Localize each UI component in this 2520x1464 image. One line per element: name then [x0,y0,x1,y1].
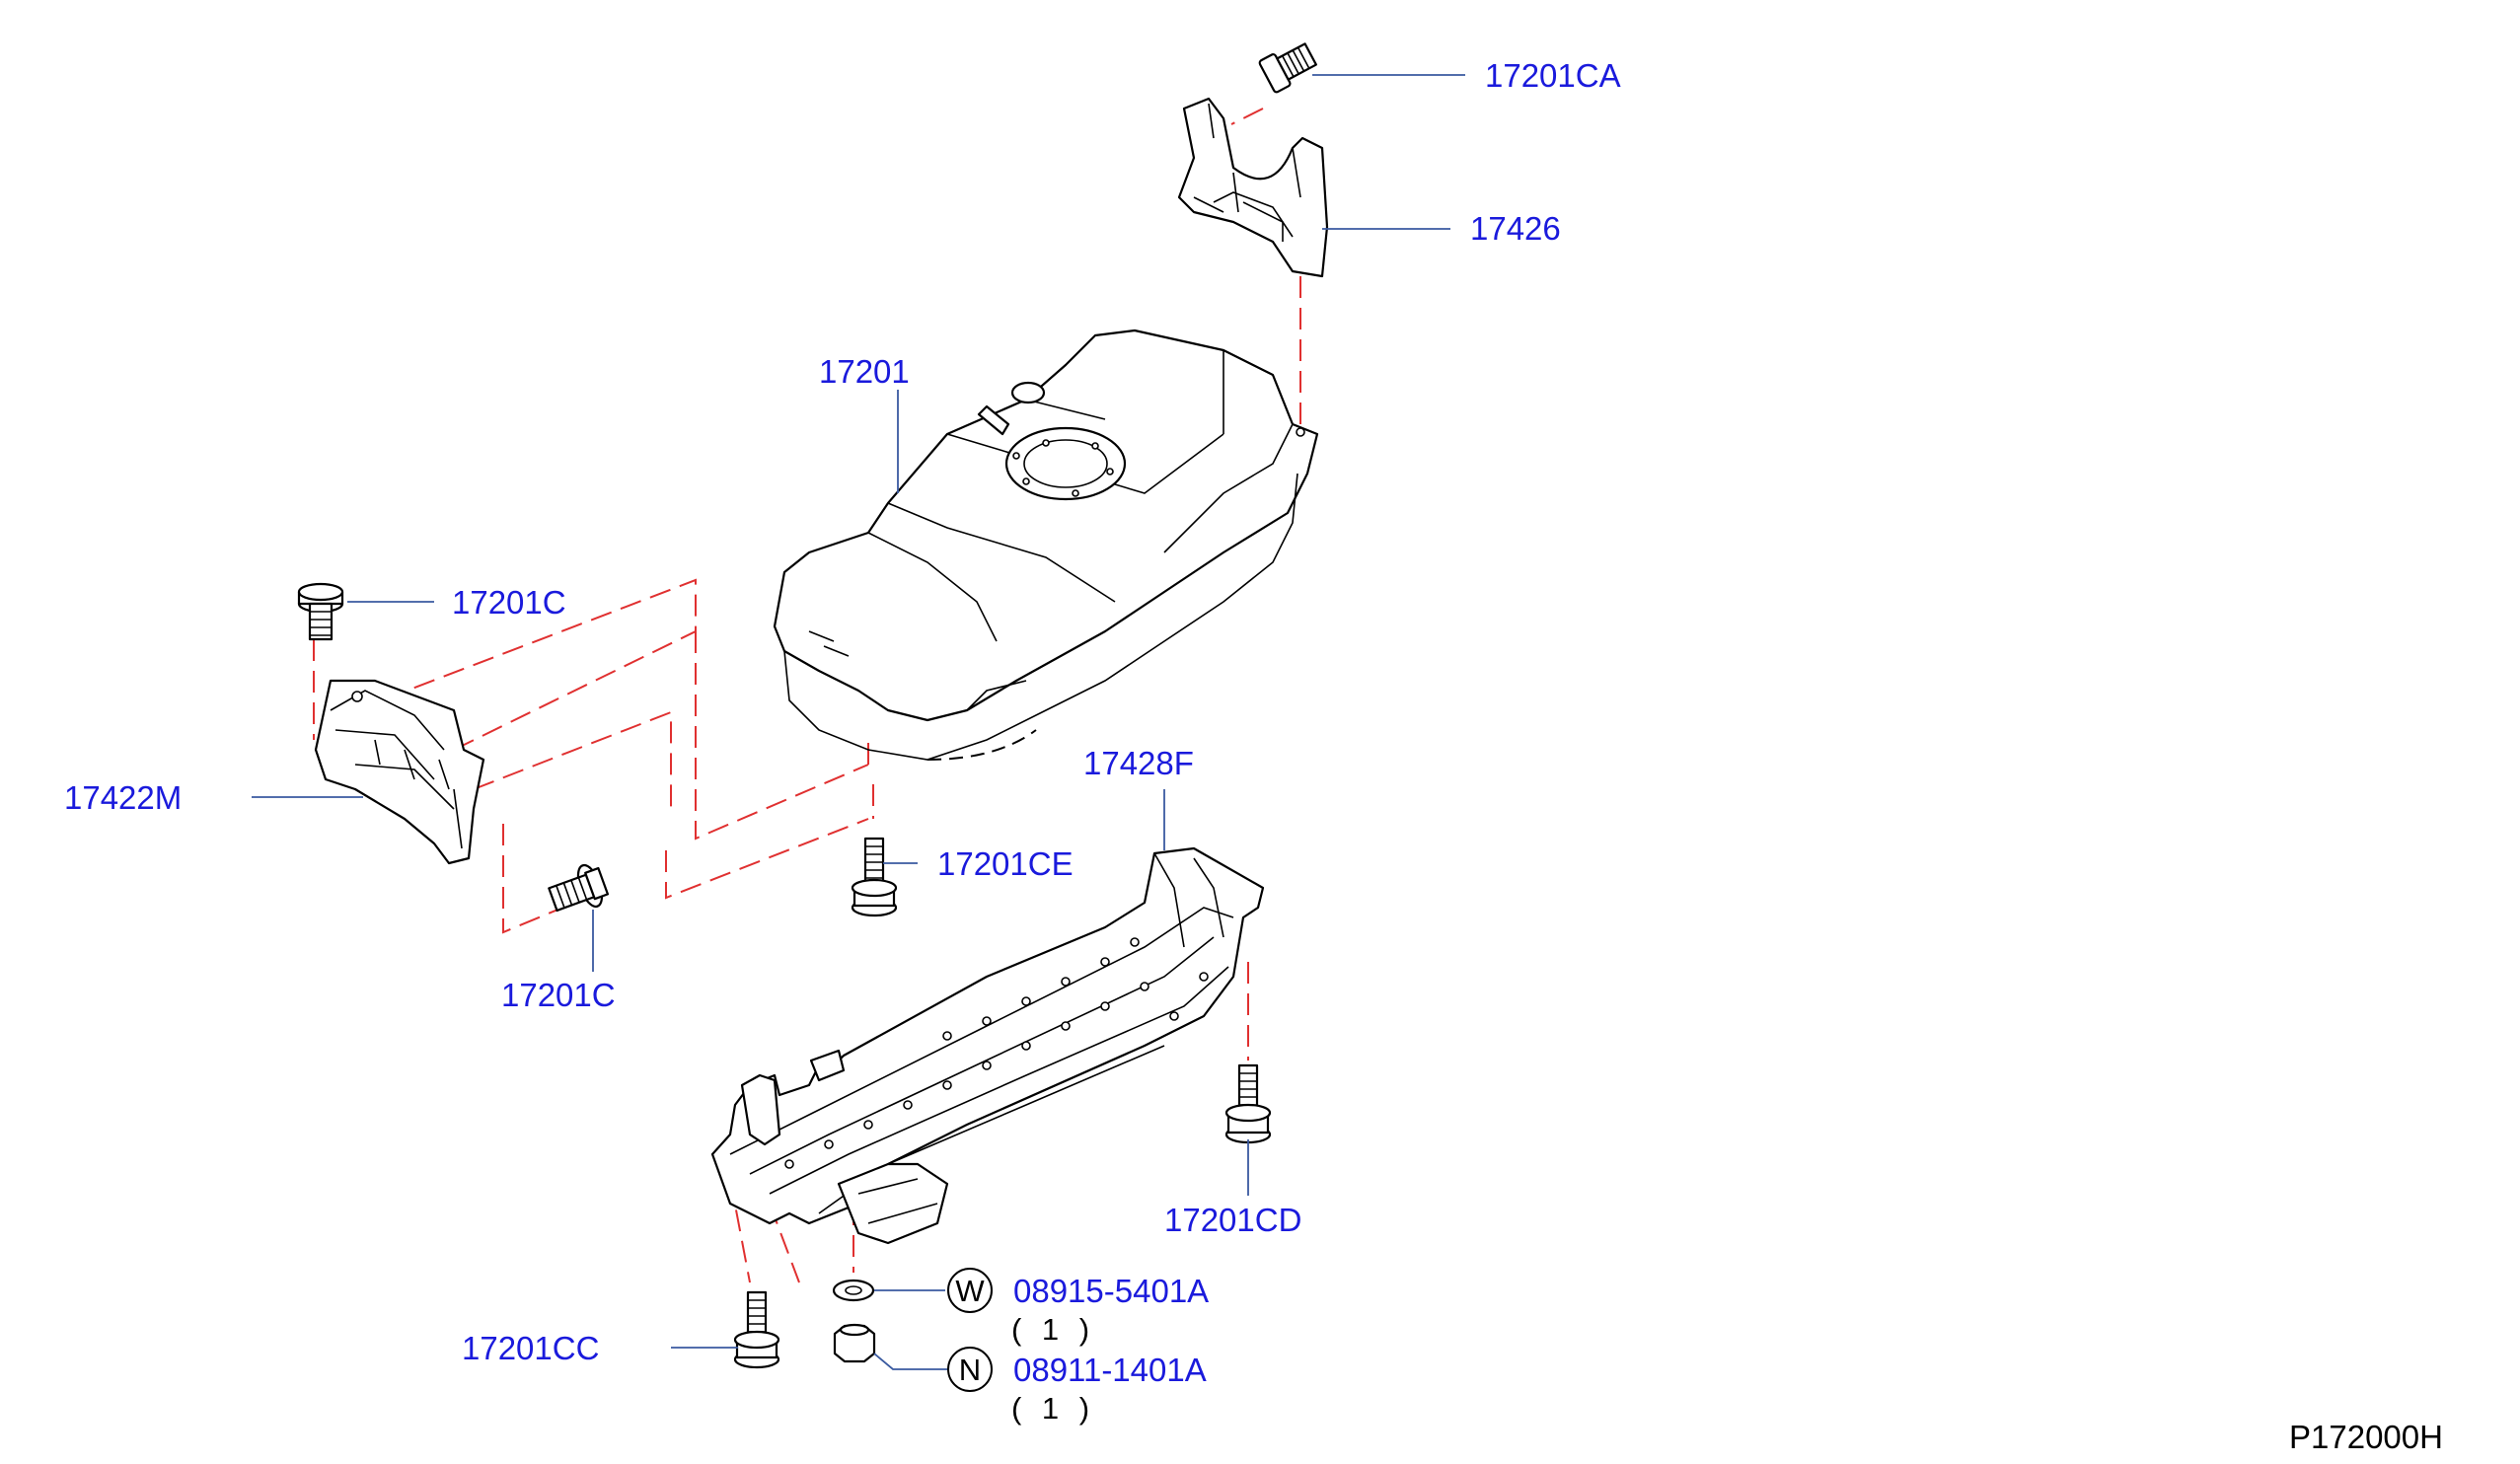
label-17201CA[interactable]: 17201CA [1485,57,1621,94]
label-17201CC[interactable]: 17201CC [462,1330,599,1366]
nut-icon [833,1323,876,1363]
skid-plate-holes [784,937,1209,1169]
bolt-17201CE-icon [851,837,898,917]
bracket-17426-icon [1177,97,1329,278]
washer-symbol: W [947,1268,993,1313]
label-17201CD[interactable]: 17201CD [1164,1202,1301,1238]
washer-icon [832,1279,875,1302]
svg-text:W: W [955,1274,985,1308]
label-17428F[interactable]: 17428F [1083,745,1194,781]
label-nut-qty: ( 1 ) [1011,1391,1095,1426]
insulator-17422M-icon [314,679,485,865]
nut-symbol: N [947,1347,993,1392]
bolt-17201CA-icon [1258,42,1317,94]
skid-plate-17428F-icon [710,846,1265,1245]
label-17201CE[interactable]: 17201CE [937,845,1074,882]
fuel-tank-17201-icon [773,329,1319,761]
label-17201[interactable]: 17201 [819,353,910,390]
label-17201C-top[interactable]: 17201C [452,584,566,621]
bolt-17201CD-icon [1224,1063,1272,1144]
bolt-17201C-bottom-icon [548,863,610,913]
label-washer-qty: ( 1 ) [1011,1312,1095,1347]
part-labels: 17201CA 17426 17201 17201C 17422M 17201C… [64,57,1621,1426]
label-17201C-bottom[interactable]: 17201C [501,977,616,1013]
label-washer-part[interactable]: 08915-5401A [1013,1273,1209,1309]
label-nut-part[interactable]: 08911-1401A [1013,1352,1207,1388]
diagram-code: P172000H [2289,1419,2443,1455]
leader-lines [252,74,1465,1370]
label-17426[interactable]: 17426 [1470,210,1561,247]
bolt-17201C-top-icon [297,582,344,641]
svg-text:N: N [959,1353,981,1387]
label-17422M[interactable]: 17422M [64,779,182,816]
bolt-17201CC-icon [733,1290,780,1369]
